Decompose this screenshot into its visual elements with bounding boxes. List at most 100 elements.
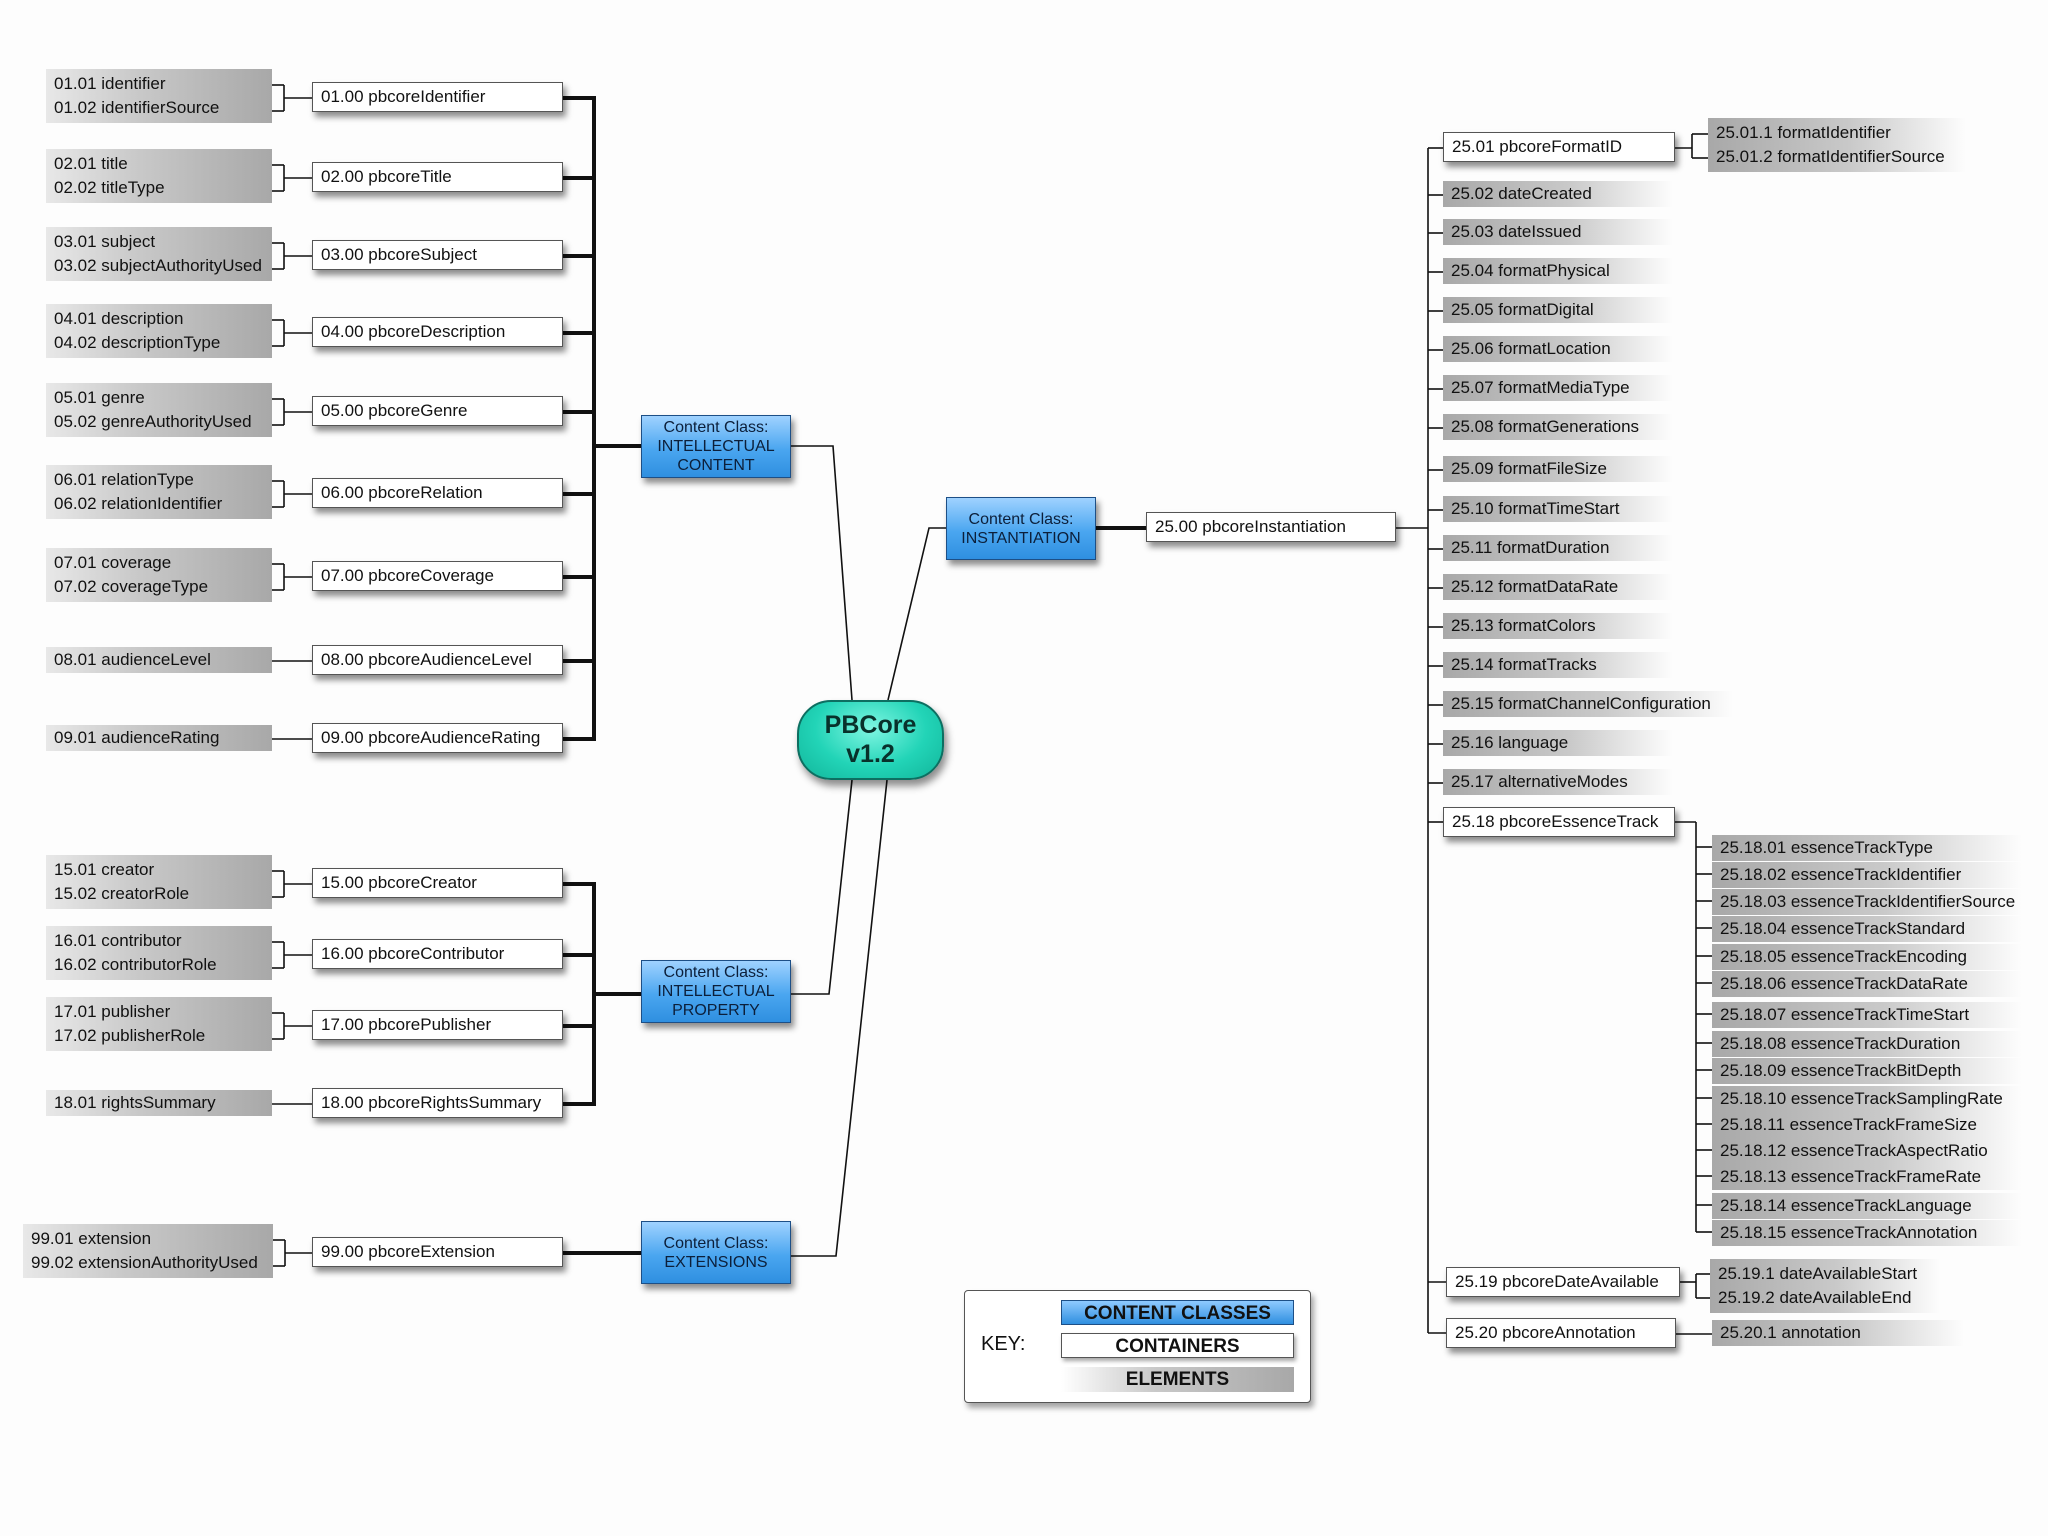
content-class-instantiation: Content Class: INSTANTIATION [946,497,1096,560]
element-label: 25.02 dateCreated [1451,184,1592,203]
element-box: 25.14 formatTracks [1443,652,1673,678]
container-box: 17.00 pbcorePublisher [312,1010,563,1040]
element-box: 25.18.07 essenceTrackTimeStart [1712,1002,2022,1028]
key-containers: CONTAINERS [1061,1333,1294,1358]
container-box: 25.20 pbcoreAnnotation [1446,1318,1676,1348]
element-label: 25.01.2 formatIdentifierSource [1716,147,1945,166]
element-pair: 25.01.1 formatIdentifier 25.01.2 formatId… [1708,118,1966,172]
connector [791,445,853,701]
element-box: 25.18.06 essenceTrackDataRate [1712,971,2022,997]
element-label: 04.01 description [54,309,184,328]
container-box: 25.01 pbcoreFormatID [1443,132,1675,162]
element-box: 25.04 formatPhysical [1443,258,1673,284]
class-label: INTELLECTUAL [657,438,775,455]
element-label: 05.02 genreAuthorityUsed [54,412,252,431]
element-box: 25.18.02 essenceTrackIdentifier [1712,862,2022,888]
element-box: 25.18.12 essenceTrackAspectRatio [1712,1138,2022,1164]
connector [887,527,946,701]
element-box: 08.01 audienceLevel [46,647,272,673]
container-box: 15.00 pbcoreCreator [312,868,563,898]
element-box: 25.03 dateIssued [1443,219,1673,245]
container-box: 06.00 pbcoreRelation [312,478,563,508]
element-label: 07.02 coverageType [54,577,209,596]
content-class-intellectual-property: Content Class: INTELLECTUAL PROPERTY [641,960,791,1023]
element-label: 25.18.03 essenceTrackIdentifierSource [1720,892,2016,911]
element-box: 25.18.15 essenceTrackAnnotation [1712,1220,2022,1246]
container-box: 18.00 pbcoreRightsSummary [312,1088,563,1118]
element-label: 25.18.13 essenceTrackFrameRate [1720,1167,1982,1186]
element-label: 25.18.01 essenceTrackType [1720,838,1933,857]
container-box: 07.00 pbcoreCoverage [312,561,563,591]
element-label: 25.10 formatTimeStart [1451,499,1620,518]
element-box: 25.18.13 essenceTrackFrameRate [1712,1164,2022,1190]
element-label: 16.02 contributorRole [54,955,217,974]
container-box: 99.00 pbcoreExtension [312,1237,563,1267]
element-box: 25.18.08 essenceTrackDuration [1712,1031,2022,1057]
element-box: 09.01 audienceRating [46,725,272,751]
element-label: 25.19.1 dateAvailableStart [1718,1264,1918,1283]
element-pair: 01.01 identifier 01.02 identifierSource [46,69,272,123]
element-box: 25.18.01 essenceTrackType [1712,835,2022,861]
content-class-intellectual-content: Content Class: INTELLECTUAL CONTENT [641,415,791,478]
element-label: 06.02 relationIdentifier [54,494,223,513]
element-label: 03.02 subjectAuthorityUsed [54,256,262,275]
element-box: 25.11 formatDuration [1443,535,1673,561]
element-pair: 06.01 relationType 06.02 relationIdentifi… [46,465,272,519]
element-label: 99.01 extension [31,1229,152,1248]
class-label: Content Class: [663,1234,769,1252]
element-label: 25.20.1 annotation [1720,1323,1861,1342]
element-box: 25.18.10 essenceTrackSamplingRate [1712,1086,2022,1112]
element-box: 25.18.11 essenceTrackFrameSize [1712,1112,2022,1138]
element-label: 01.02 identifierSource [54,98,220,117]
connector [791,779,888,1257]
element-label: 06.01 relationType [54,470,194,489]
key-label: KEY: [981,1333,1026,1355]
element-label: 25.18.10 essenceTrackSamplingRate [1720,1089,2003,1108]
element-label: 25.19.2 dateAvailableEnd [1718,1288,1912,1307]
element-box: 25.06 formatLocation [1443,336,1673,362]
class-label: Content Class: [968,510,1074,528]
element-label: 09.01 audienceRating [54,728,220,747]
element-pair: 25.19.1 dateAvailableStart 25.19.2 dateAv… [1710,1259,1940,1313]
element-label: 25.03 dateIssued [1451,222,1582,241]
container-box: 04.00 pbcoreDescription [312,317,563,347]
element-label: 25.11 formatDuration [1451,538,1610,557]
connector [791,779,853,995]
container-box: 09.00 pbcoreAudienceRating [312,723,563,753]
element-box: 25.10 formatTimeStart [1443,496,1673,522]
element-label: 99.02 extensionAuthorityUsed [31,1253,258,1272]
element-box: 25.17 alternativeModes [1443,769,1673,795]
container-box: 25.19 pbcoreDateAvailable [1446,1267,1680,1297]
element-label: 25.18.08 essenceTrackDuration [1720,1034,1961,1053]
container-box: 25.00 pbcoreInstantiation [1146,512,1396,542]
content-class-extensions: Content Class: EXTENSIONS [641,1221,791,1284]
element-label: 25.18.02 essenceTrackIdentifier [1720,865,1962,884]
element-label: 17.02 publisherRole [54,1026,206,1045]
container-box: 05.00 pbcoreGenre [312,396,563,426]
core-version: v1.2 [846,740,895,768]
element-box: 25.18.03 essenceTrackIdentifierSource [1712,889,2022,915]
element-label: 25.06 formatLocation [1451,339,1611,358]
element-box: 25.08 formatGenerations [1443,414,1673,440]
key-elements: ELEMENTS [1061,1367,1294,1392]
element-label: 25.01.1 formatIdentifier [1716,123,1891,142]
element-label: 01.01 identifier [54,74,166,93]
element-label: 25.13 formatColors [1451,616,1596,635]
element-label: 25.15 formatChannelConfiguration [1451,694,1711,713]
element-box: 25.18.14 essenceTrackLanguage [1712,1193,2022,1219]
element-box: 25.15 formatChannelConfiguration [1443,691,1733,717]
element-label: 25.18.09 essenceTrackBitDepth [1720,1061,1962,1080]
container-box: 16.00 pbcoreContributor [312,939,563,969]
class-label: Content Class: [663,964,769,981]
element-label: 25.18.04 essenceTrackStandard [1720,919,1966,938]
element-label: 25.05 formatDigital [1451,300,1594,319]
element-label: 25.08 formatGenerations [1451,417,1640,436]
element-label: 07.01 coverage [54,553,172,572]
pbcore-core-node: PBCore v1.2 [797,700,944,780]
element-label: 25.18.15 essenceTrackAnnotation [1720,1223,1978,1242]
